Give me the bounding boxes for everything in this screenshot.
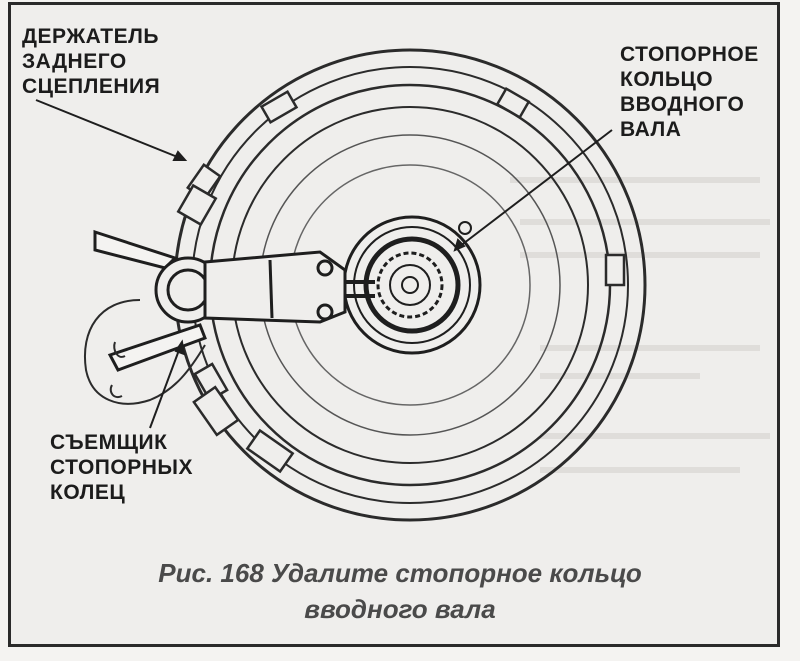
clutch-holder-line: СЦЕПЛЕНИЯ — [22, 75, 161, 98]
retaining-ring-line: ВАЛА — [620, 118, 682, 141]
drum-lugs — [176, 86, 626, 474]
hand-outline — [84, 299, 206, 405]
ring-puller-line: СЪЕМЩИК — [50, 431, 168, 454]
ring-puller-line: СТОПОРНЫХ — [50, 456, 193, 479]
clutch-holder-label: ДЕРЖАТЕЛЬ ЗАДНЕГО СЦЕПЛЕНИЯ — [22, 24, 160, 99]
figure-caption: Рис. 168 Удалите стопорное кольцо вводно… — [40, 555, 760, 627]
clutch-holder-line: ЗАДНЕГО — [22, 50, 127, 73]
clutch-holder-line: ДЕРЖАТЕЛЬ — [22, 25, 159, 48]
retaining-ring-line: ВВОДНОГО — [620, 93, 745, 116]
figure-frame — [8, 2, 780, 647]
ring-puller-label: СЪЕМЩИК СТОПОРНЫХ КОЛЕЦ — [50, 430, 193, 505]
retaining-ring-label: СТОПОРНОЕ КОЛЬЦО ВВОДНОГО ВАЛА — [620, 42, 759, 142]
retaining-ring-line: СТОПОРНОЕ — [620, 43, 759, 66]
ring-puller-line: КОЛЕЦ — [50, 481, 126, 504]
input-shaft-hub — [342, 215, 482, 355]
caption-line: вводного вала — [304, 594, 496, 624]
leader-lines — [35, 99, 613, 429]
background-bleed — [510, 177, 770, 473]
retaining-ring-line: КОЛЬЦО — [620, 68, 714, 91]
caption-line: Рис. 168 Удалите стопорное кольцо — [158, 558, 642, 588]
ring-puller-tool — [93, 229, 375, 372]
